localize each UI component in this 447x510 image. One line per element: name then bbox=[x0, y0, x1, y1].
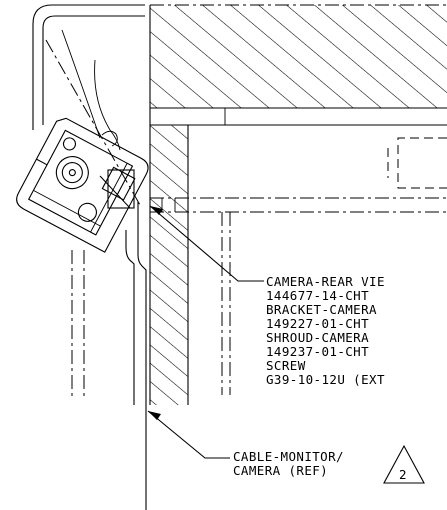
cable-callout-line-2: CAMERA (REF) bbox=[233, 463, 328, 478]
callout-line-8: G39-10-12U (EXT bbox=[266, 372, 385, 387]
camera-assembly bbox=[16, 117, 149, 253]
cable-path bbox=[71, 202, 147, 510]
main-callout-leader bbox=[149, 205, 264, 282]
cable-loop bbox=[45, 29, 141, 206]
revision-number: 2 bbox=[399, 467, 407, 482]
panel-outline bbox=[32, 4, 145, 130]
callout-line-3: BRACKET-CAMERA bbox=[266, 302, 377, 317]
callout-line-5: SHROUD-CAMERA bbox=[266, 330, 369, 345]
cable-callout-leader bbox=[147, 410, 230, 459]
cable-callout-line-1: CABLE-MONITOR/ bbox=[233, 449, 344, 464]
upper-structure bbox=[149, 4, 447, 405]
camera-bracket bbox=[107, 169, 135, 209]
callout-line-7: SCREW bbox=[266, 358, 306, 373]
callout-line-1: CAMERA-REAR VIE bbox=[266, 274, 385, 289]
callout-line-2: 144677-14-CHT bbox=[266, 288, 369, 303]
callout-line-6: 149237-01-CHT bbox=[266, 344, 369, 359]
revision-triangle: 2 bbox=[383, 444, 425, 484]
callout-line-4: 149227-01-CHT bbox=[266, 316, 369, 331]
